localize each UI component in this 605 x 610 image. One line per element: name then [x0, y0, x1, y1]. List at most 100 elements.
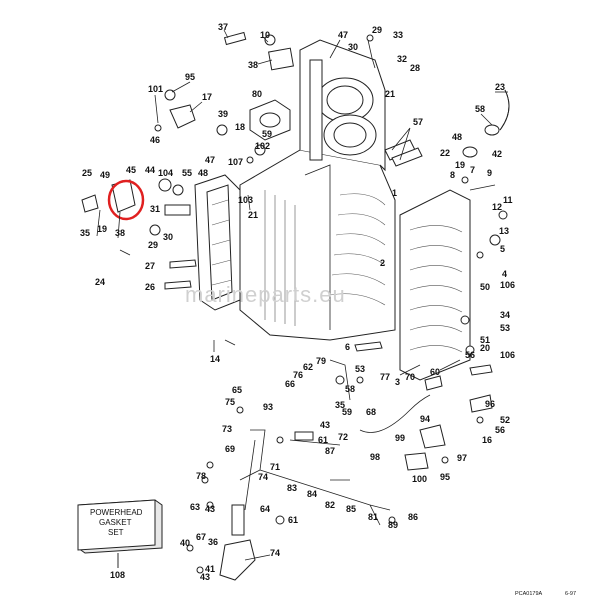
callout: 84	[307, 489, 317, 499]
callout: 95	[185, 72, 195, 82]
callout: 34	[500, 310, 510, 320]
callout: 95	[440, 472, 450, 482]
callout: 40	[180, 538, 190, 548]
callout: 35	[335, 400, 345, 410]
callout: 2	[380, 258, 385, 268]
callout: 83	[287, 483, 297, 493]
callout: 6	[345, 342, 350, 352]
watermark: marineparts.eu	[185, 282, 346, 307]
callout: 59	[262, 129, 272, 139]
callout: 81	[368, 512, 378, 522]
callout: 64	[260, 504, 270, 514]
callout: 35	[80, 228, 90, 238]
callout: 46	[150, 135, 160, 145]
callout: 74	[258, 472, 268, 482]
callout: 74	[270, 548, 280, 558]
callout: 28	[410, 63, 420, 73]
cylinder-block	[239, 39, 396, 341]
callout: 65	[232, 385, 242, 395]
gasket-box-line-3: SET	[108, 528, 124, 537]
callout: 48	[198, 168, 208, 178]
callout: 104	[158, 168, 173, 178]
callout: 4	[502, 269, 507, 279]
callout: 61	[318, 435, 328, 445]
callout: 41	[205, 564, 215, 574]
callout: 87	[325, 446, 335, 456]
callout: 59	[342, 407, 352, 417]
callout: 51	[480, 335, 490, 345]
callout: 43	[200, 572, 210, 582]
thermostat-cover	[249, 99, 291, 141]
callout: 63	[190, 502, 200, 512]
callout: 1	[392, 188, 397, 198]
callout: 100	[412, 474, 427, 484]
callout: 94	[420, 414, 430, 424]
callout: 50	[480, 282, 490, 292]
callout: 33	[393, 30, 403, 40]
callout: 93	[263, 402, 273, 412]
callout: 45	[126, 165, 136, 175]
callout: 30	[348, 42, 358, 52]
callout: 52	[500, 415, 510, 425]
callout: 47	[338, 30, 348, 40]
callout: 11	[503, 195, 513, 205]
callout: 75	[225, 397, 235, 407]
callout: 56	[495, 425, 505, 435]
exhaust-cover	[194, 174, 241, 311]
callout: 96	[485, 399, 495, 409]
callout: 22	[440, 148, 450, 158]
callout: 32	[397, 54, 407, 64]
callout: 12	[492, 202, 502, 212]
callout: 55	[182, 168, 192, 178]
callout: 39	[218, 109, 228, 119]
figure-code: PCA0179A	[515, 591, 543, 597]
callout: 67	[196, 532, 206, 542]
callout: 23	[495, 82, 505, 92]
callout: 60	[430, 367, 440, 377]
callout: 62	[303, 362, 313, 372]
callout: 73	[222, 424, 232, 434]
callout: 47	[205, 155, 215, 165]
callout: 43	[320, 420, 330, 430]
callout-108: 108	[110, 570, 125, 580]
callout: 103	[238, 195, 253, 205]
callout: 7	[470, 165, 475, 175]
callout: 86	[408, 512, 418, 522]
callout: 57	[413, 117, 423, 127]
callout: 42	[492, 149, 502, 159]
callout: 21	[385, 89, 395, 99]
callout: 71	[270, 462, 280, 472]
callout: 19	[455, 160, 465, 170]
callout: 61	[288, 515, 298, 525]
callout: 8	[450, 170, 455, 180]
callout: 97	[457, 453, 467, 463]
callout: 30	[163, 232, 173, 242]
callout: 106	[500, 280, 515, 290]
gasket-set-box: POWERHEAD GASKET SET 108	[77, 499, 163, 580]
callout: 27	[145, 261, 155, 271]
callout: 20	[480, 343, 490, 353]
crankcase-half	[399, 189, 471, 381]
callout: 16	[482, 435, 492, 445]
callout: 66	[285, 379, 295, 389]
callout: 29	[148, 240, 158, 250]
callout: 78	[196, 471, 206, 481]
callout: 82	[325, 500, 335, 510]
callout: 44	[145, 165, 155, 175]
callout: 19	[97, 224, 107, 234]
callout: 85	[346, 504, 356, 514]
callout: 43	[205, 504, 215, 514]
callout: 17	[202, 92, 212, 102]
callout: 68	[366, 407, 376, 417]
callout: 53	[355, 364, 365, 374]
gasket-box-line-2: GASKET	[99, 518, 132, 527]
callout: 5	[500, 244, 505, 254]
leader-lines	[96, 29, 508, 568]
callout: 48	[452, 132, 462, 142]
callout: 38	[248, 60, 258, 70]
callout: 98	[370, 452, 380, 462]
callout: 18	[235, 122, 245, 132]
callout: 31	[150, 204, 160, 214]
callout: 29	[372, 25, 382, 35]
